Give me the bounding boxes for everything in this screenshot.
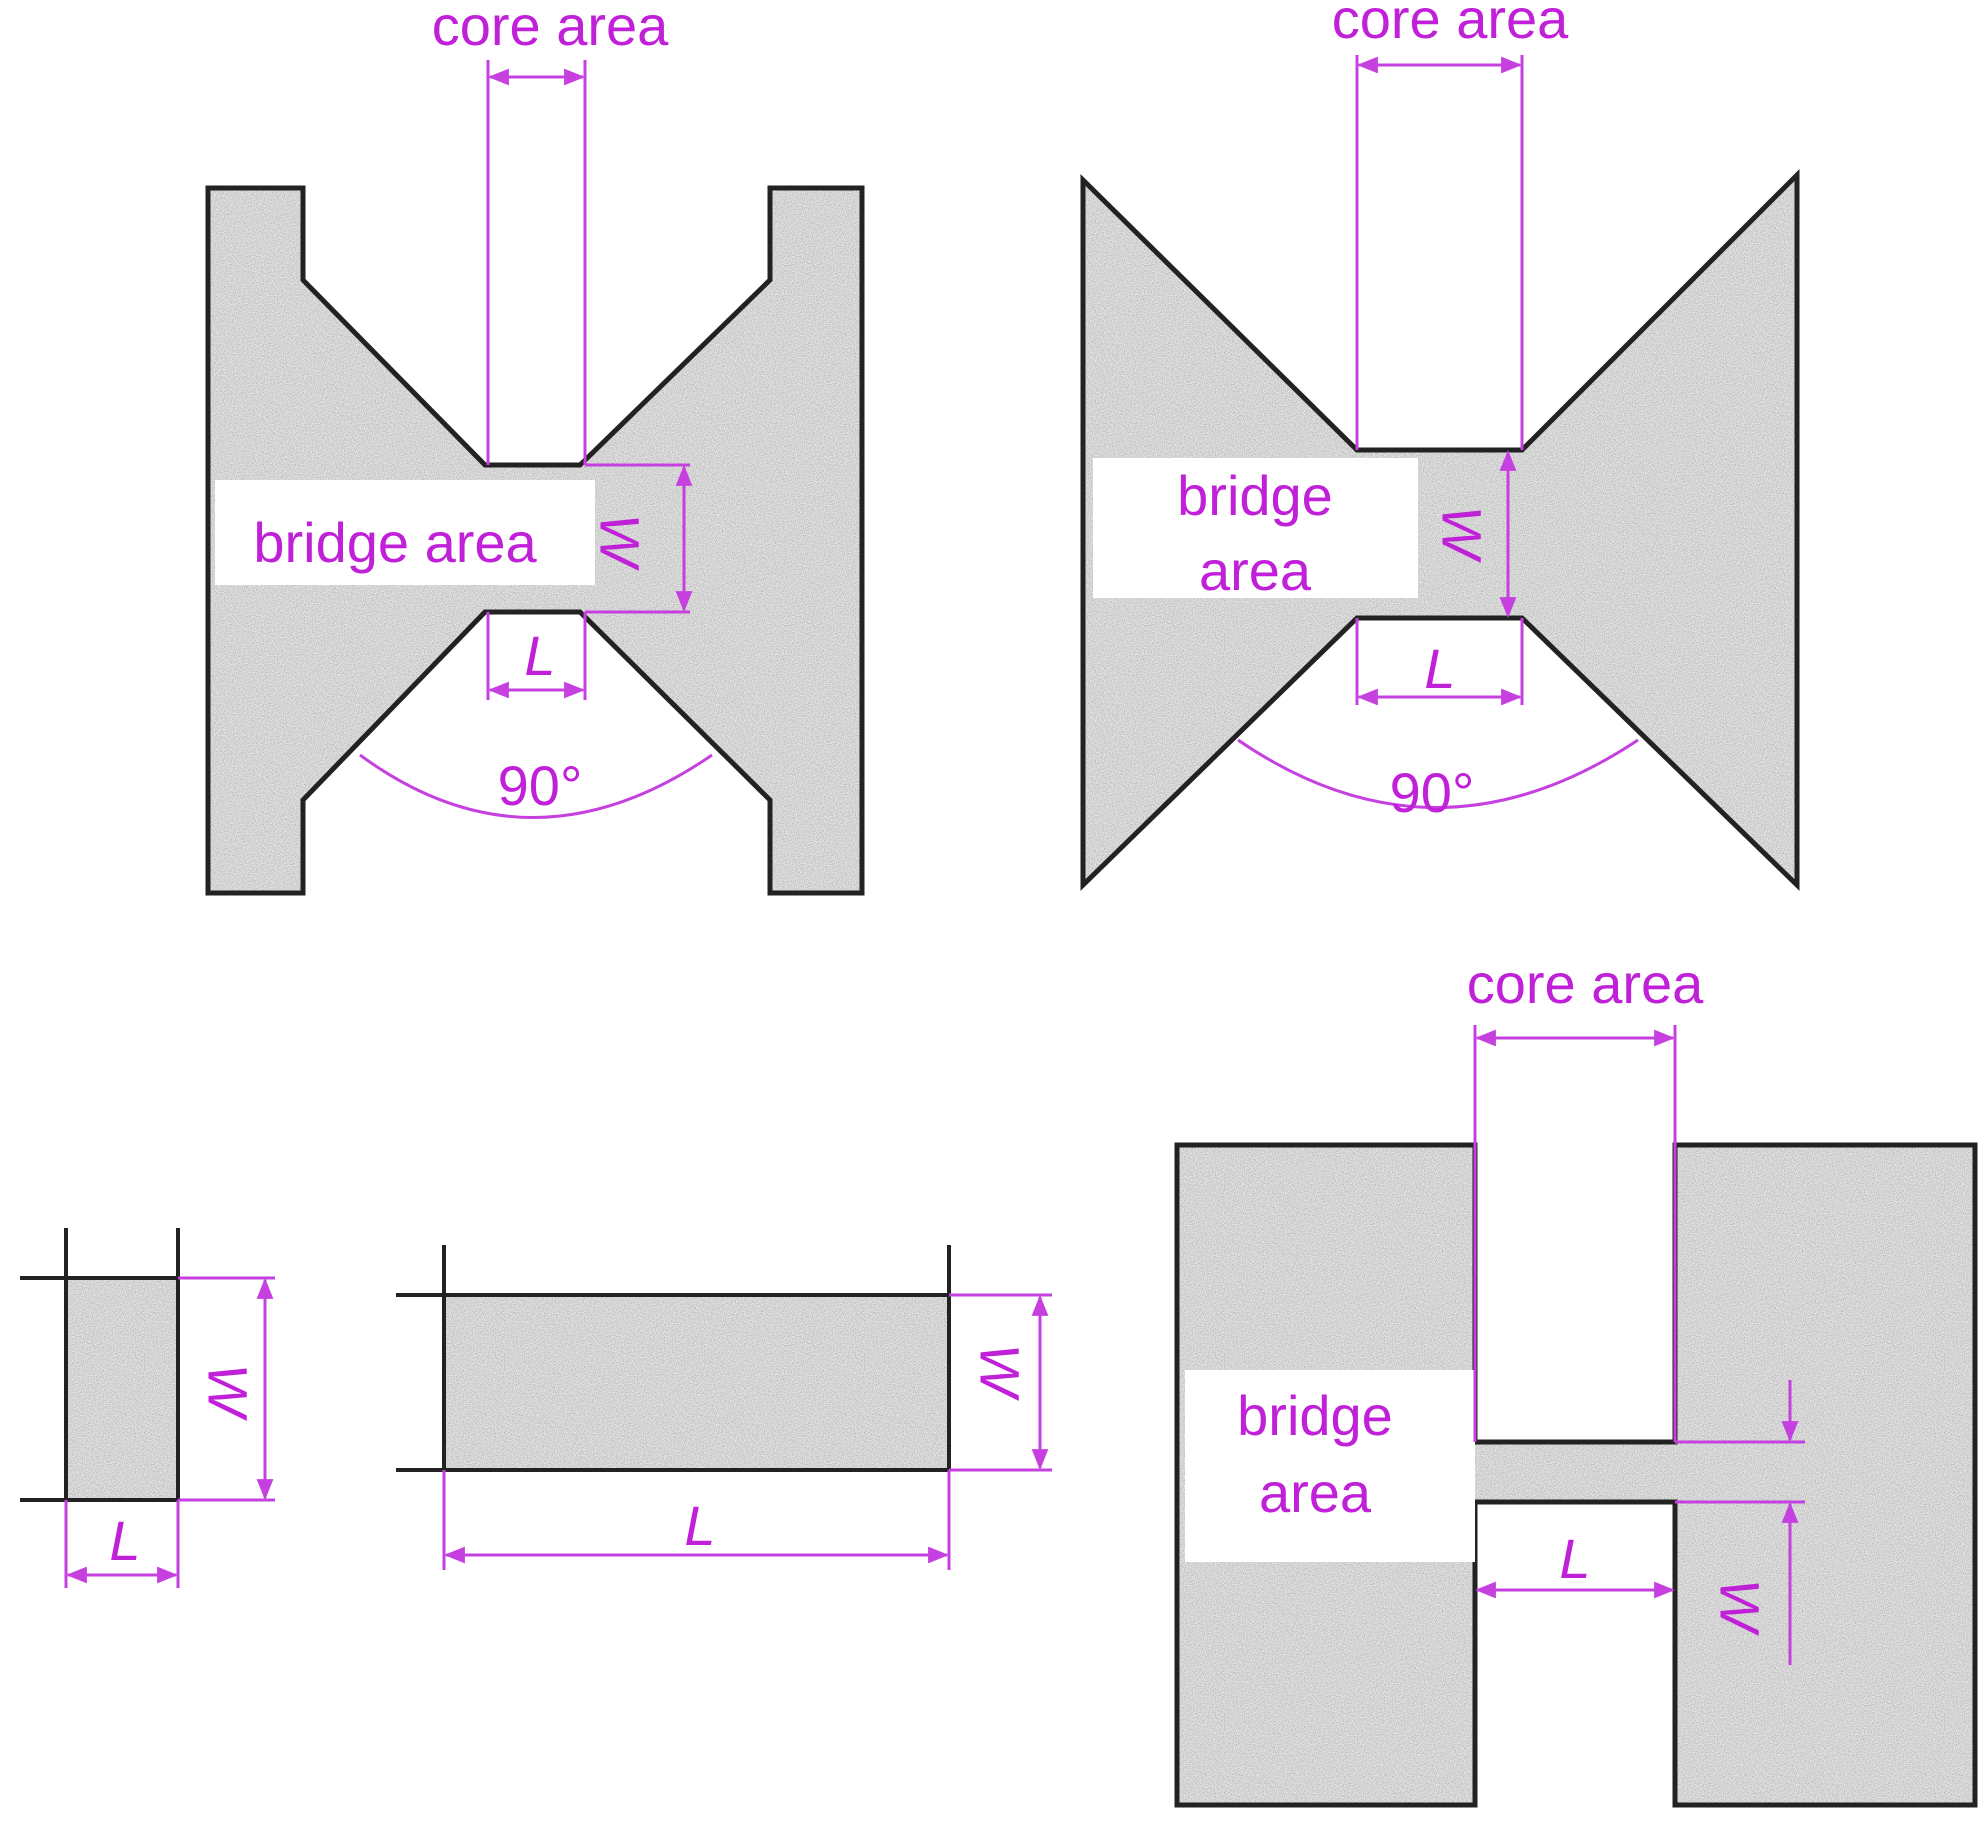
- long-bridge-rect: [444, 1295, 949, 1470]
- length-symbol: L: [1559, 1527, 1590, 1590]
- length-symbol: L: [684, 1494, 715, 1557]
- triangular-bridge-shape: [1080, 168, 1800, 891]
- angle-label: 90°: [1390, 761, 1475, 824]
- panel-top-left: core area W L bridge area 90°: [205, 0, 865, 896]
- bridge-area-highlight: [1185, 1370, 1475, 1562]
- panel-bottom-right: core area W L bridge area: [1174, 952, 1978, 1808]
- length-symbol: L: [109, 1509, 140, 1572]
- length-symbol: L: [524, 624, 555, 687]
- panel-bottom-long: W L: [396, 1245, 1052, 1570]
- length-symbol: L: [1424, 637, 1455, 700]
- bridge-area-highlight: [1093, 458, 1418, 598]
- bridge-word: bridge: [1177, 464, 1333, 527]
- area-word: area: [1199, 539, 1312, 602]
- bridge-word: bridge: [1237, 1384, 1393, 1447]
- panel-bottom-left-short: W L: [20, 1228, 275, 1588]
- short-bridge-rect: [66, 1278, 178, 1500]
- core-area-label: core area: [1332, 0, 1569, 50]
- width-symbol: W: [969, 1344, 1032, 1402]
- width-symbol: W: [197, 1364, 260, 1422]
- core-area-label: core area: [432, 0, 669, 57]
- bridge-area-highlight: [215, 480, 595, 585]
- panel-top-right: core area W L bridge area 90°: [1080, 0, 1800, 891]
- width-symbol: W: [1709, 1579, 1772, 1637]
- width-symbol: W: [589, 514, 652, 572]
- core-area-label: core area: [1467, 952, 1704, 1015]
- width-symbol: W: [1431, 506, 1494, 564]
- angle-label: 90°: [498, 754, 583, 817]
- area-word: area: [1259, 1461, 1372, 1524]
- bridge-area-label: bridge area: [253, 511, 537, 574]
